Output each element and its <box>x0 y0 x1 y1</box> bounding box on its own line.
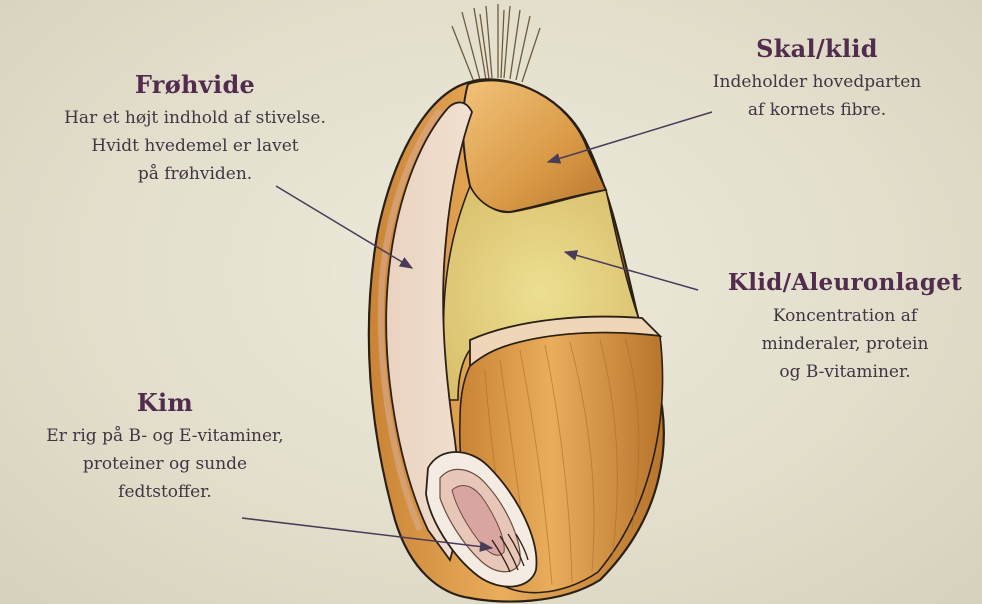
bran-cap <box>463 80 606 212</box>
frohvide-title: Frøhvide <box>5 70 385 100</box>
label-frohvide: Frøhvide Har et højt indhold af stivelse… <box>5 70 385 188</box>
kernel-hairs <box>452 4 540 82</box>
label-skal-klid: Skal/klid Indeholder hovedparten af korn… <box>662 34 972 124</box>
skal-title: Skal/klid <box>662 34 972 64</box>
kim-title: Kim <box>0 388 330 418</box>
label-kim: Kim Er rig på B- og E-vitaminer, protein… <box>0 388 330 506</box>
frohvide-description: Har et højt indhold af stivelse. Hvidt h… <box>5 104 385 188</box>
klid-title: Klid/Aleuronlaget <box>708 268 982 298</box>
skal-description: Indeholder hovedparten af kornets fibre. <box>662 68 972 124</box>
klid-description: Koncentration af minderaler, protein og … <box>708 302 982 386</box>
kim-description: Er rig på B- og E-vitaminer, proteiner o… <box>0 422 330 506</box>
label-klid-aleuronlaget: Klid/Aleuronlaget Koncentration af minde… <box>708 268 982 386</box>
